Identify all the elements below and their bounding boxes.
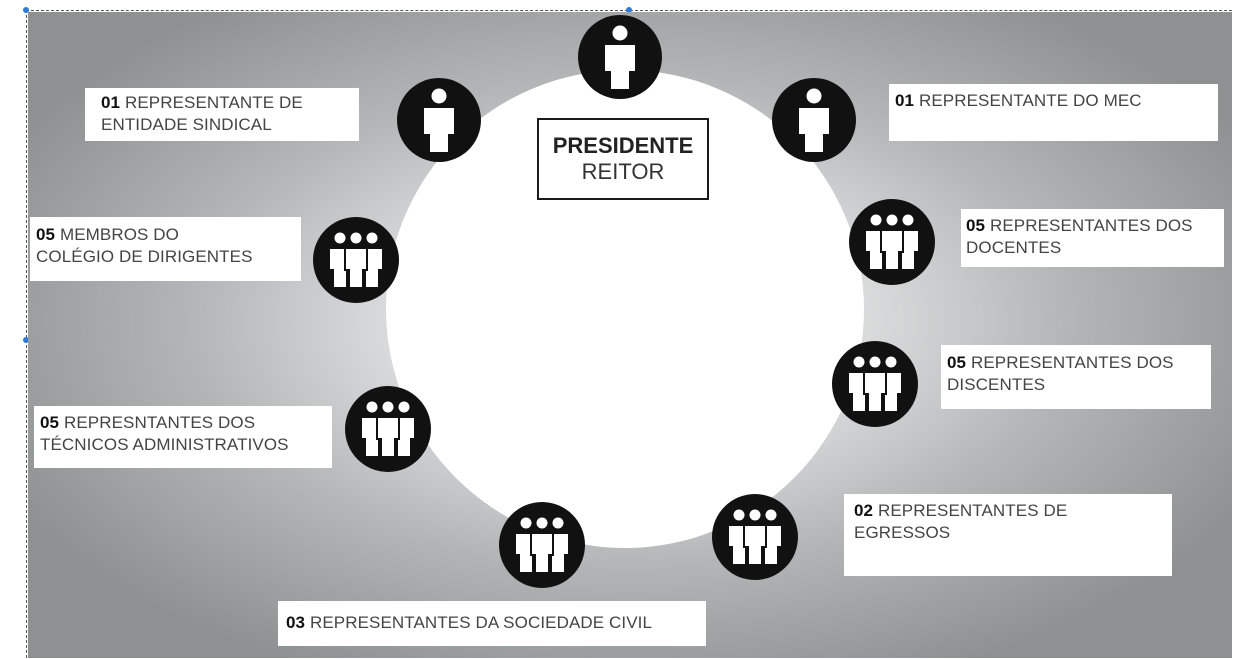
label-line1: REPRESENTANTES DOS [970, 353, 1174, 372]
node-sindical [397, 78, 481, 162]
group-people-icon [514, 517, 570, 574]
label-line1: REPRESENTANTES DA SOCIEDADE CIVIL [309, 613, 653, 632]
node-tecnicos [345, 386, 431, 472]
group-people-icon [727, 509, 783, 566]
label-line1: REPRESENTANTES DOS [989, 216, 1193, 235]
node-egressos [712, 494, 798, 580]
label-line2: ENTIDADE SINDICAL [101, 115, 272, 134]
label-line2: DOCENTES [966, 238, 1062, 257]
label-line2: TÉCNICOS ADMINISTRATIVOS [40, 435, 289, 454]
label-mec: 01 REPRESENTANTE DO MEC [889, 84, 1218, 141]
node-docentes [849, 199, 935, 285]
president-title: PRESIDENTE [552, 133, 694, 159]
single-person-icon [605, 25, 635, 89]
label-sindical: 01 REPRESENTANTE DE ENTIDADE SINDICAL [85, 88, 359, 141]
node-sociedade [499, 502, 585, 588]
group-people-icon [360, 401, 416, 458]
node-mec [772, 78, 856, 162]
label-number: 05 [966, 216, 986, 235]
label-sociedade: 03 REPRESENTANTES DA SOCIEDADE CIVIL [278, 601, 706, 646]
label-line1: REPRESENTANTES DE [877, 501, 1068, 520]
node-discentes [832, 341, 918, 427]
label-dirigentes: 05 MEMBROS DO COLÉGIO DE DIRIGENTES [30, 217, 301, 281]
label-number: 05 [40, 413, 60, 432]
group-people-icon [328, 232, 384, 289]
label-egressos: 02 REPRESENTANTES DE EGRESSOS [844, 494, 1172, 576]
selection-handle-top-center[interactable] [626, 7, 632, 13]
president-subtitle: REITOR [581, 159, 665, 184]
label-line2: EGRESSOS [854, 523, 951, 542]
label-number: 01 [101, 93, 121, 112]
label-tecnicos: 05 REPRESNTANTES DOS TÉCNICOS ADMINISTRA… [34, 406, 332, 468]
selection-handle-middle-left[interactable] [23, 337, 29, 343]
president-box: PRESIDENTE REITOR [537, 118, 709, 200]
label-docentes: 05 REPRESENTANTES DOS DOCENTES [961, 209, 1224, 267]
label-line2: COLÉGIO DE DIRIGENTES [36, 247, 253, 266]
node-dirigentes [313, 217, 399, 303]
group-people-icon [864, 214, 920, 271]
label-line1: REPRESNTANTES DOS [63, 413, 256, 432]
single-person-icon [799, 88, 829, 152]
label-line1: REPRESENTANTE DO MEC [918, 91, 1142, 110]
label-line2: DISCENTES [947, 375, 1046, 394]
label-discentes: 05 REPRESENTANTES DOS DISCENTES [941, 345, 1211, 409]
label-number: 03 [286, 613, 306, 632]
node-top [578, 15, 662, 99]
label-line1: REPRESENTANTE DE [124, 93, 303, 112]
label-line1: MEMBROS DO [59, 225, 179, 244]
label-number: 01 [895, 91, 915, 110]
label-number: 02 [854, 501, 874, 520]
single-person-icon [424, 88, 454, 152]
group-people-icon [847, 356, 903, 413]
label-number: 05 [947, 353, 967, 372]
diagram-canvas: PRESIDENTE REITOR [28, 12, 1232, 658]
selection-handle-top-left[interactable] [23, 7, 29, 13]
label-number: 05 [36, 225, 56, 244]
